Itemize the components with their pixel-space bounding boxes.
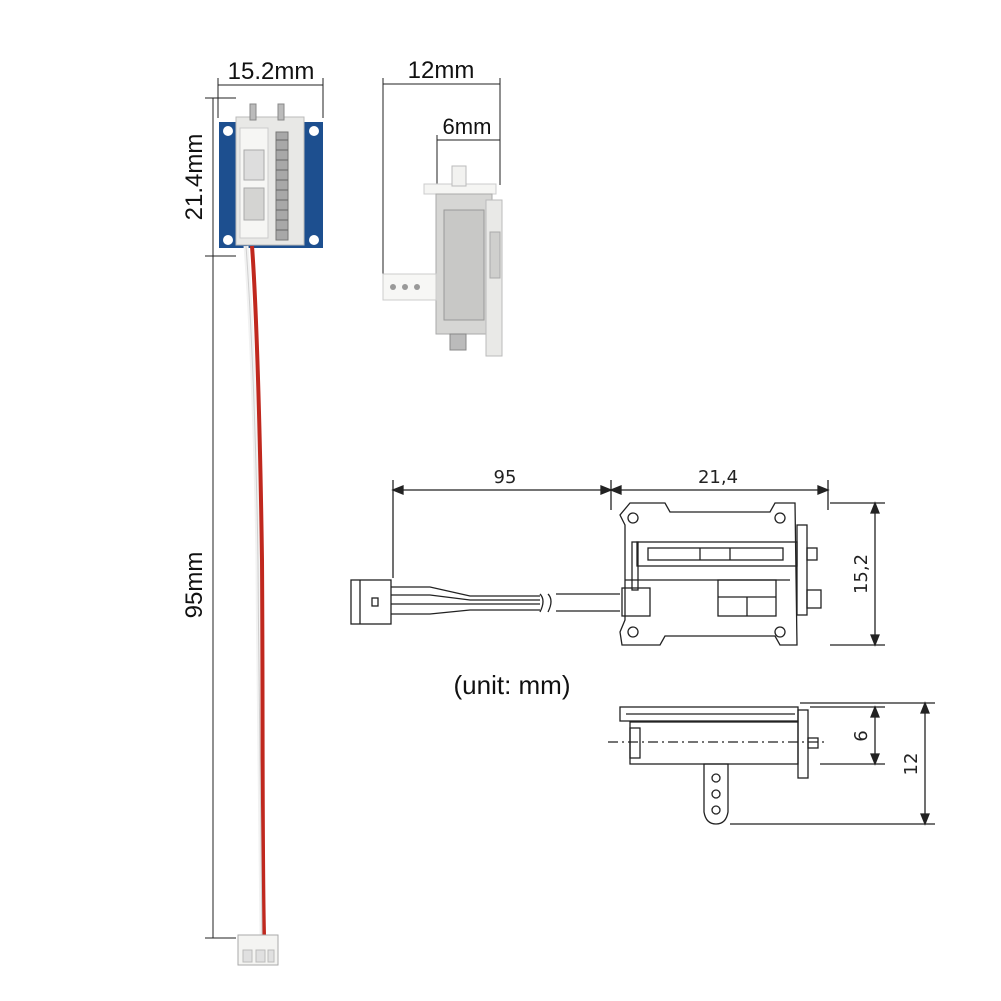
photo-width-label: 15.2mm [228,58,315,85]
cad-side-view [608,701,935,826]
photo-side-depth-label: 6mm [443,114,492,139]
photo-side-width-label: 12mm [408,57,475,84]
photo-dimension-lines [205,78,501,939]
photo-cable-label: 95mm [181,552,208,619]
servo-side-photo [382,165,503,357]
cad-side-total-label: 12 [901,753,922,776]
photo-height-label: 21.4mm [181,134,208,221]
cad-side-depth-label: 6 [851,730,872,741]
cad-top-view [350,480,885,647]
cad-body-length-label: 21,4 [698,467,738,488]
unit-note: (unit: mm) [454,670,571,700]
cad-cable-length-label: 95 [494,467,517,488]
servo-front-photo [219,103,323,966]
cad-body-width-label: 15,2 [851,554,872,594]
